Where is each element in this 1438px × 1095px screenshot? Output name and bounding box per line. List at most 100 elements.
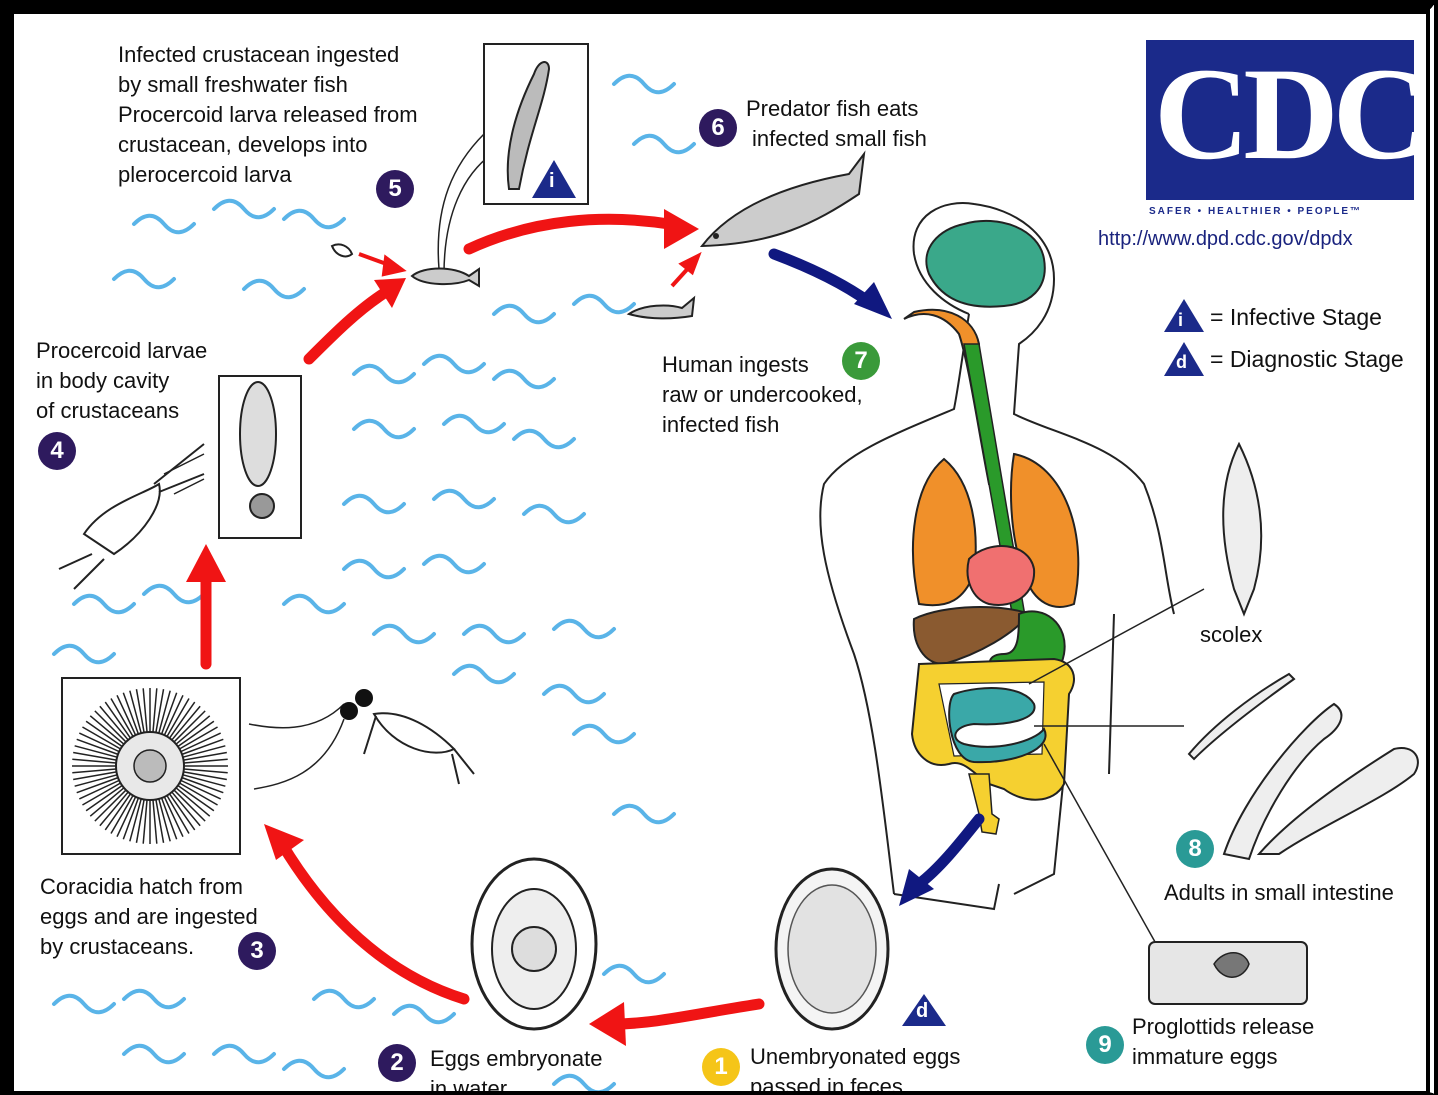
stage-9-line-2: immature eggs [1132, 1042, 1314, 1072]
stage-5-line-5: plerocercoid larva [118, 160, 418, 190]
legend-diagnostic-symbol: d [1176, 352, 1187, 373]
water-wave [114, 271, 174, 288]
predator-fish-illustration [702, 154, 864, 246]
egg-dot-illustration [340, 702, 358, 720]
stage-6-badge: 6 [699, 109, 737, 147]
small-fish-illustration [412, 269, 479, 287]
water-wave [124, 1046, 184, 1063]
stage-4-line-1: Procercoid larvae [36, 336, 207, 366]
egg-dot-2-illustration [355, 689, 373, 707]
water-wave [634, 136, 694, 153]
lung-left-illustration [913, 459, 976, 605]
water-wave [464, 626, 524, 643]
stage-4-badge: 4 [38, 432, 76, 470]
stage-5-line-1: Infected crustacean ingested [118, 40, 418, 70]
stage-3-line-3: by crustaceans. [40, 932, 258, 962]
water-wave [394, 1006, 454, 1023]
stage-7-line-1: Human ingests [662, 350, 863, 380]
stage-3-badge: 3 [238, 932, 276, 970]
red-arrow-heads [186, 209, 699, 1046]
embryonated-egg-illustration [472, 859, 596, 1029]
stage-6-line-2: infected small fish [746, 124, 927, 154]
stage-1-badge: 1 [702, 1048, 740, 1086]
stage-2-line-2: in water [430, 1074, 602, 1095]
diagnostic-marker-letter: d [916, 1000, 928, 1023]
water-wave [74, 596, 134, 613]
stage-3-line-2: eggs and are ingested [40, 902, 258, 932]
water-wave [344, 496, 404, 513]
stage-7-line-2: raw or undercooked, [662, 380, 863, 410]
water-wave [494, 371, 554, 388]
stage-6-text: Predator fish eats infected small fish [746, 94, 927, 154]
tiny-crustacean-illustration [332, 244, 352, 256]
stage-8-text: Adults in small intestine [1164, 878, 1394, 908]
water-wave [444, 416, 504, 433]
stage-2-line-1: Eggs embryonate [430, 1044, 602, 1074]
legend-infective-label: = Infective Stage [1210, 304, 1382, 331]
water-wave [374, 626, 434, 643]
water-wave [424, 356, 484, 373]
water-wave [284, 211, 344, 228]
stage-4-text: Procercoid larvae in body cavity of crus… [36, 336, 207, 426]
small-fish-2-illustration [629, 298, 694, 318]
cdc-url-link[interactable]: http://www.dpd.cdc.gov/dpdx [1098, 228, 1353, 251]
scolex-illustration [1223, 444, 1261, 614]
adult-worm-illustration [1189, 674, 1418, 859]
stage-9-text: Proglottids release immature eggs [1132, 1012, 1314, 1072]
water-wave [124, 991, 184, 1008]
water-wave [214, 201, 274, 218]
stage-4-line-3: of crustaceans [36, 396, 207, 426]
stage-6-line-1: Predator fish eats [746, 94, 927, 124]
stage-1-line-1: Unembryonated eggs [750, 1042, 960, 1072]
water-wave [344, 561, 404, 578]
stage-8-line-1: Adults in small intestine [1164, 878, 1394, 908]
stage-2-text: Eggs embryonate in water [430, 1044, 602, 1095]
water-wave [54, 996, 114, 1013]
stage-7-line-3: infected fish [662, 410, 863, 440]
unembryonated-egg-illustration [776, 869, 888, 1029]
stage-5-line-4: crustacean, develops into [118, 130, 418, 160]
stage-8-badge: 8 [1176, 830, 1214, 868]
stage-2-badge: 2 [378, 1044, 416, 1082]
water-wave [454, 666, 514, 683]
infective-marker-letter: i [549, 170, 555, 193]
water-wave [314, 991, 374, 1008]
coracidium-illustration [72, 688, 228, 844]
small-red-arrows [359, 254, 698, 286]
water-wave [574, 726, 634, 743]
legend-infective-triangle [1164, 299, 1204, 332]
water-wave [424, 556, 484, 573]
stage-7-text: Human ingests raw or undercooked, infect… [662, 350, 863, 440]
water-wave [434, 491, 494, 508]
water-wave [244, 281, 304, 298]
scolex-label: scolex [1200, 620, 1262, 650]
stage-7-badge: 7 [842, 342, 880, 380]
stage-4-line-2: in body cavity [36, 366, 207, 396]
water-wave [144, 586, 204, 603]
water-wave [614, 76, 674, 93]
water-wave [134, 216, 194, 233]
water-wave [614, 806, 674, 823]
water-wave [604, 966, 664, 983]
crustacean-illustration [59, 444, 204, 589]
water-wave [354, 366, 414, 383]
proglottid-illustration [1149, 942, 1307, 1004]
stage-5-line-2: by small freshwater fish [118, 70, 418, 100]
legend-infective-symbol: i [1178, 310, 1183, 331]
cdc-logo-text: CDC [1154, 44, 1422, 184]
water-wave [514, 431, 574, 448]
stage-1-text: Unembryonated eggs passed in feces [750, 1042, 960, 1095]
stage-3-text: Coracidia hatch from eggs and are ingest… [40, 872, 258, 962]
stage-3-line-1: Coracidia hatch from [40, 872, 258, 902]
stage-5-text: Infected crustacean ingested by small fr… [118, 40, 418, 190]
water-wave [354, 421, 414, 438]
water-wave [284, 596, 344, 613]
stage-1-line-2: passed in feces [750, 1072, 960, 1095]
water-wave [554, 621, 614, 638]
water-wave [494, 306, 554, 323]
procercoid-larva-illustration [240, 382, 276, 486]
water-wave [544, 686, 604, 703]
water-wave [574, 296, 634, 313]
water-wave [54, 646, 114, 663]
